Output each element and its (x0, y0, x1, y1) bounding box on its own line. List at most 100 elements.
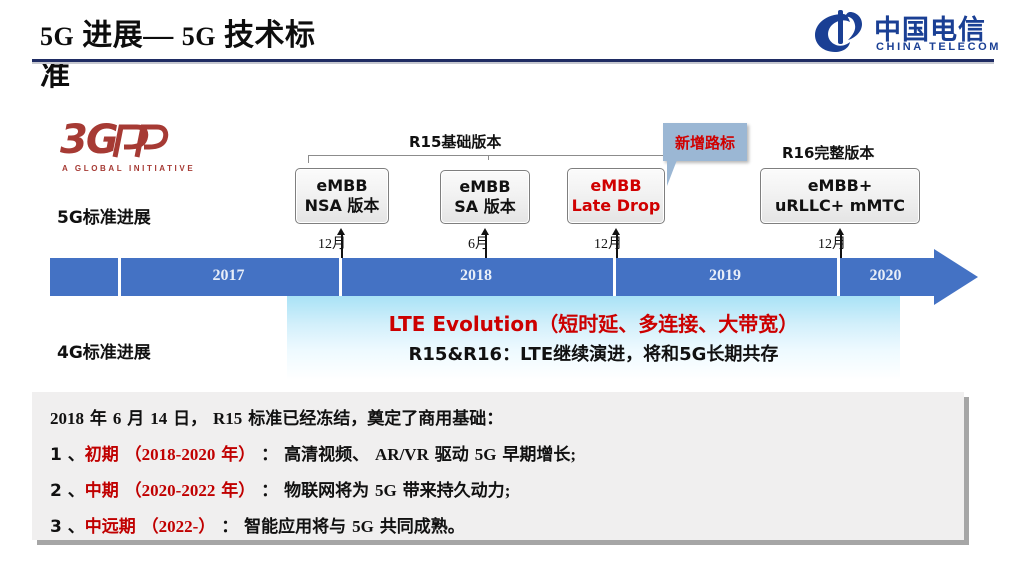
milestone-line1: eMBB (590, 176, 642, 195)
timeline-arrow-head-icon (934, 249, 978, 305)
callout-label: 新增路标 (663, 123, 747, 161)
bracket-tick-left (308, 155, 309, 163)
timeline-divider (118, 258, 121, 296)
note-line-1: 1 、初期 （2018-2020 年） ： 高清视频、 AR/VR 驱动 5G … (50, 440, 576, 465)
lte-headline: LTE Evolution（短时延、多连接、大带宽） (388, 312, 799, 336)
milestone-line2: SA 版本 (454, 197, 516, 216)
note-0-seg: 年 (84, 409, 113, 429)
milestone-line1: eMBB+ (807, 176, 873, 195)
note-1-rest: 5G (474, 445, 497, 464)
milestone-line1: eMBB (459, 177, 511, 196)
bracket-tick-middle (488, 155, 489, 160)
note-1-num: 1 、 (50, 445, 85, 465)
group-title-r15: R15基础版本 (409, 133, 502, 151)
title-seg-1: 5G (40, 22, 75, 51)
title-divider-light (32, 62, 994, 64)
3gpp-logo: 3G A GLOBAL INITIATIVE (60, 120, 210, 182)
note-2-rest: 5G (375, 481, 397, 500)
note-1-rest: ; (570, 445, 577, 464)
month-label-3: 12月 (594, 237, 622, 252)
note-0-seg: 月 (121, 409, 151, 429)
timeline-divider (339, 258, 342, 296)
note-line-0: 2018 年 6 月 14 日， R15 标准已经冻结，奠定了商用基础： (50, 404, 503, 429)
milestone-box-text: eMBB NSA 版本 (305, 176, 380, 216)
lte-evolution-panel: LTE Evolution（短时延、多连接、大带宽） R15&R16：LTE继续… (287, 296, 900, 380)
arrow-head-icon (836, 228, 844, 235)
3gpp-pp-icon (112, 124, 168, 158)
note-3-num: 3 、 (50, 517, 85, 537)
milestone-box-embb-late-drop[interactable]: eMBB Late Drop (567, 168, 665, 224)
new-roadmap-callout[interactable]: 新增路标 (663, 123, 747, 186)
r15-bracket (308, 155, 668, 164)
arrow-head-icon (481, 228, 489, 235)
note-1-rest: 驱动 (428, 445, 475, 465)
milestone-box-embb-sa[interactable]: eMBB SA 版本 (440, 170, 530, 224)
note-3-key2: ） (198, 517, 216, 537)
milestone-arrow-2 (481, 228, 490, 258)
note-3-years: 2022- (158, 517, 199, 536)
milestone-box-text: eMBB+ uRLLC+ mMTC (775, 176, 905, 216)
arrow-stem (485, 233, 487, 258)
lte-subline: R15&R16：LTE继续演进，将和5G长期共存 (408, 344, 779, 365)
summary-note-box: 2018 年 6 月 14 日， R15 标准已经冻结，奠定了商用基础： 1 、… (32, 392, 964, 540)
month-label-2: 6月 (468, 237, 489, 252)
timeline-year-2018: 2018 (460, 267, 492, 284)
arrow-stem (840, 233, 842, 258)
milestone-box-embb-nsa[interactable]: eMBB NSA 版本 (295, 168, 389, 224)
note-2-rest: 带来持久动力 (396, 481, 505, 501)
arrow-stem (341, 233, 343, 258)
note-2-num: 2 、 (50, 481, 85, 501)
note-0-seg: 14 (150, 409, 168, 428)
note-1-key: 初期 （ (84, 445, 142, 465)
china-telecom-logo: 中国电信 CHINA TELECOM (812, 10, 1002, 58)
note-0-seg: R15 (213, 409, 243, 428)
note-1-key2: 年） (215, 445, 256, 465)
milestone-arrow-1 (337, 228, 346, 258)
timeline-year-2019: 2019 (709, 267, 741, 284)
title-seg-4: 技术标 (215, 19, 316, 52)
note-0-seg: 日， (167, 409, 214, 429)
china-telecom-mark-icon (815, 10, 862, 52)
logo-chinese-text: 中国电信 (874, 15, 986, 46)
label-4g-progress: 4G标准进展 (57, 343, 151, 363)
logo-english-text: CHINA TELECOM (876, 41, 1002, 53)
note-3-rest: ： 智能应用将与 (215, 517, 353, 537)
arrow-head-icon (612, 228, 620, 235)
timeline: 2017 2018 2019 2020 (50, 249, 978, 305)
milestone-line1: eMBB (316, 176, 368, 195)
milestone-arrow-4 (836, 228, 845, 258)
title-seg-3: 5G (181, 22, 216, 51)
group-title-r16: R16完整版本 (782, 144, 875, 162)
arrow-head-icon (337, 228, 345, 235)
month-label-4: 12月 (818, 237, 846, 252)
timeline-bar (50, 258, 934, 296)
milestone-box-text: eMBB Late Drop (572, 176, 661, 216)
note-3-rest: 5G (352, 517, 374, 536)
timeline-year-2020: 2020 (869, 267, 902, 284)
3gpp-mark-icon: 3G (60, 120, 210, 160)
milestone-arrow-3 (612, 228, 621, 258)
note-0-seg: 6 (112, 409, 122, 428)
timeline-year-2017: 2017 (212, 267, 245, 284)
note-1-rest: ： 高清视频、 (255, 445, 376, 465)
milestone-box-text: eMBB SA 版本 (454, 177, 515, 217)
note-line-2: 2 、中期 （2020-2022 年） ： 物联网将为 5G 带来持久动力; (50, 476, 510, 501)
milestone-line2: NSA 版本 (304, 196, 380, 215)
milestone-line2: uRLLC+ mMTC (774, 196, 906, 215)
timeline-divider (613, 258, 616, 296)
title-seg-2: 进展— (74, 19, 182, 52)
note-line-3: 3 、中远期 （2022-） ： 智能应用将与 5G 共同成熟。 (50, 512, 465, 537)
note-3-rest: 共同成熟。 (373, 517, 465, 537)
note-1-rest: 早期增长 (496, 445, 571, 465)
3gpp-mark-text: 3G (60, 117, 119, 163)
note-2-key2: 年） (215, 481, 256, 501)
note-2-years: 2020-2022 (141, 481, 216, 500)
timeline-divider (837, 258, 840, 296)
milestone-box-embb-urllc-mmtc[interactable]: eMBB+ uRLLC+ mMTC (760, 168, 920, 224)
note-2-rest: ： 物联网将为 (255, 481, 376, 501)
month-label-1: 12月 (318, 237, 346, 252)
milestone-line2: Late Drop (571, 196, 661, 215)
note-0-seg: 标准已经冻结，奠定了商用基础： (242, 409, 504, 429)
note-2-key: 中期 （ (84, 481, 142, 501)
